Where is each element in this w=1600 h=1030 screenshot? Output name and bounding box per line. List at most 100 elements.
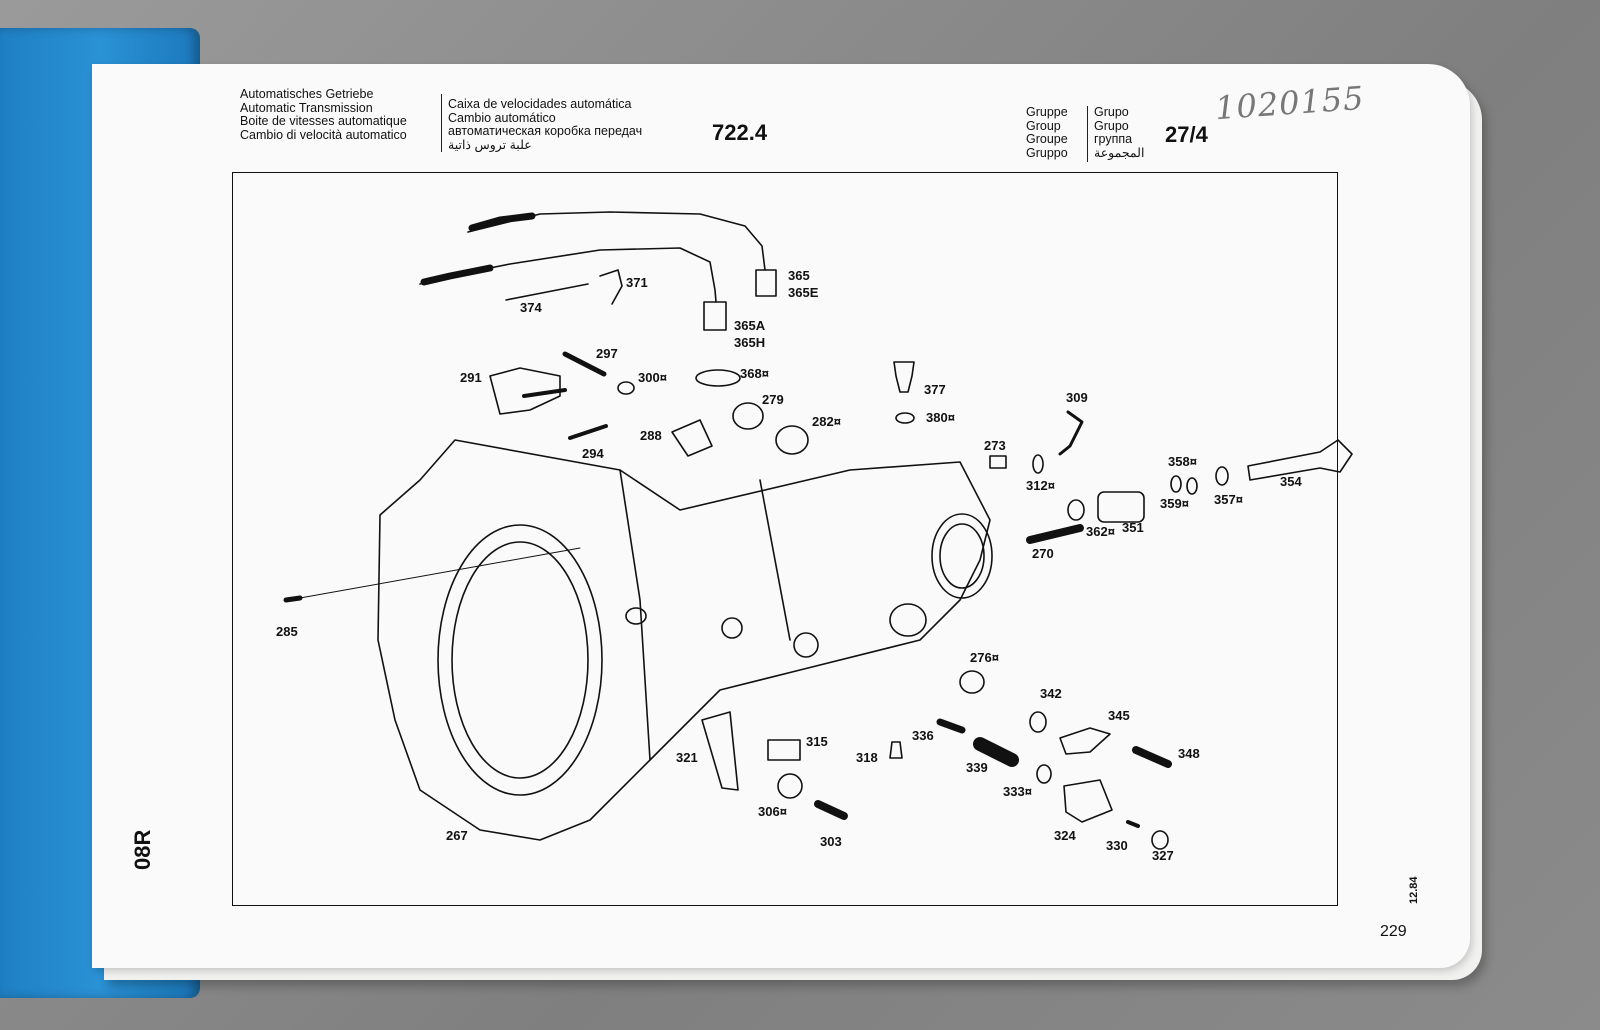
part-label: 371 [626, 275, 648, 290]
seal-362 [1067, 499, 1085, 521]
part-label: 291 [460, 370, 482, 385]
part-label: 339 [966, 760, 988, 775]
boss [889, 603, 927, 637]
lever-291 [489, 367, 561, 415]
header-line: Automatic Transmission [240, 100, 373, 115]
part-318 [889, 741, 903, 759]
part-label: 276¤ [970, 650, 999, 665]
group-label: Gruppo [1026, 145, 1068, 160]
header-line: Cambio automático [448, 110, 556, 125]
section-code: 08R [130, 829, 155, 870]
part-label: 374 [520, 300, 542, 315]
group-label: Group [1026, 118, 1061, 133]
part-label: 380¤ [926, 410, 955, 425]
part-label: 267 [446, 828, 468, 843]
ring-300 [617, 381, 635, 395]
spring-342 [1029, 711, 1047, 733]
lever-288 [671, 419, 713, 457]
transmission-housing [377, 439, 991, 841]
group-label: Groupe [1026, 132, 1068, 146]
part-label: 294 [582, 446, 604, 461]
page-number: 229 [1380, 923, 1407, 940]
cable-end-365 [755, 269, 777, 297]
group-labels-col1: Gruppe Group Groupe Gruppo [1026, 105, 1068, 160]
header-divider [441, 94, 442, 152]
cable-sleeve [420, 264, 494, 286]
part-label: 359¤ [1160, 496, 1189, 511]
ring-333 [1036, 764, 1052, 784]
housing-rib [759, 479, 791, 641]
ring-327 [1151, 830, 1169, 850]
part-label: 351 [1122, 520, 1144, 535]
part-label: 357¤ [1214, 492, 1243, 507]
header-line: автоматическая коробка передач [448, 124, 643, 138]
pin-297 [562, 351, 607, 377]
group-divider [1087, 106, 1088, 162]
bolt-348 [1132, 746, 1172, 768]
boss [721, 617, 743, 639]
boss [625, 607, 647, 625]
pin-273 [989, 455, 1007, 469]
part-label: 362¤ [1086, 524, 1115, 539]
part-label: 377 [924, 382, 946, 397]
pin-330 [1126, 820, 1140, 828]
boss [793, 632, 819, 658]
part-339 [973, 737, 1019, 767]
header-line: Caixa de velocidades automática [448, 97, 632, 111]
diagram-frame [232, 172, 1338, 906]
group-label: Grupo [1094, 105, 1129, 119]
seal-306 [777, 773, 803, 799]
header-languages-left: Automatisches Getriebe Automatic Transmi… [240, 87, 407, 142]
part-label: 365E [788, 285, 819, 300]
rear-extension-inner [939, 523, 985, 589]
part-label: 285 [276, 624, 298, 639]
header-line: Automatisches Getriebe [240, 87, 374, 101]
part-label: 321 [676, 750, 698, 765]
lever-309 [1058, 410, 1084, 456]
part-label: 273 [984, 438, 1006, 453]
part-label: 345 [1108, 708, 1130, 723]
shift-cable-upper [467, 211, 766, 271]
part-336 [936, 718, 966, 734]
bell-housing-opening [437, 524, 603, 796]
seal-282 [775, 425, 809, 455]
part-label: 282¤ [812, 414, 841, 429]
part-label: 297 [596, 346, 618, 361]
rod-374 [505, 283, 589, 301]
ring-357 [1215, 466, 1229, 486]
ring-358 [1170, 475, 1182, 493]
header-line: علبة تروس ذاتية [448, 137, 532, 152]
plug-377 [893, 361, 915, 393]
bracket-321 [701, 711, 739, 791]
part-label: 279 [762, 392, 784, 407]
group-label: Gruppe [1026, 105, 1068, 119]
rear-extension-opening [931, 513, 993, 599]
ring-359 [1186, 477, 1198, 495]
group-label: المجموعة [1094, 145, 1145, 160]
bushing-279 [732, 402, 764, 430]
part-label: 315 [806, 734, 828, 749]
part-label: 312¤ [1026, 478, 1055, 493]
spring [522, 388, 567, 398]
pump-324 [1063, 779, 1113, 823]
switch-315 [767, 739, 801, 761]
part-label: 327 [1152, 848, 1174, 863]
leader-line [299, 547, 581, 599]
header-line: Boite de vitesses automatique [240, 114, 407, 128]
housing-edge [619, 469, 651, 761]
ring-380 [895, 412, 915, 424]
date-code: 12.84 [1408, 876, 1420, 904]
spring-294 [568, 424, 608, 440]
part-label: 324 [1054, 828, 1076, 843]
seal-368 [695, 369, 741, 387]
part-labels: 365 365E 371 374 365A 365H 297 291 300¤ … [276, 268, 1302, 863]
governor-351 [1097, 491, 1145, 523]
header-languages-mid: Caixa de velocidades automática Cambio a… [448, 97, 643, 152]
cover-345 [1059, 727, 1111, 755]
ring-312 [1032, 454, 1044, 474]
part-label: 306¤ [758, 804, 787, 819]
part-label: 348 [1178, 746, 1200, 761]
shaft-354 [1247, 439, 1353, 481]
group-label: группа [1094, 132, 1133, 146]
